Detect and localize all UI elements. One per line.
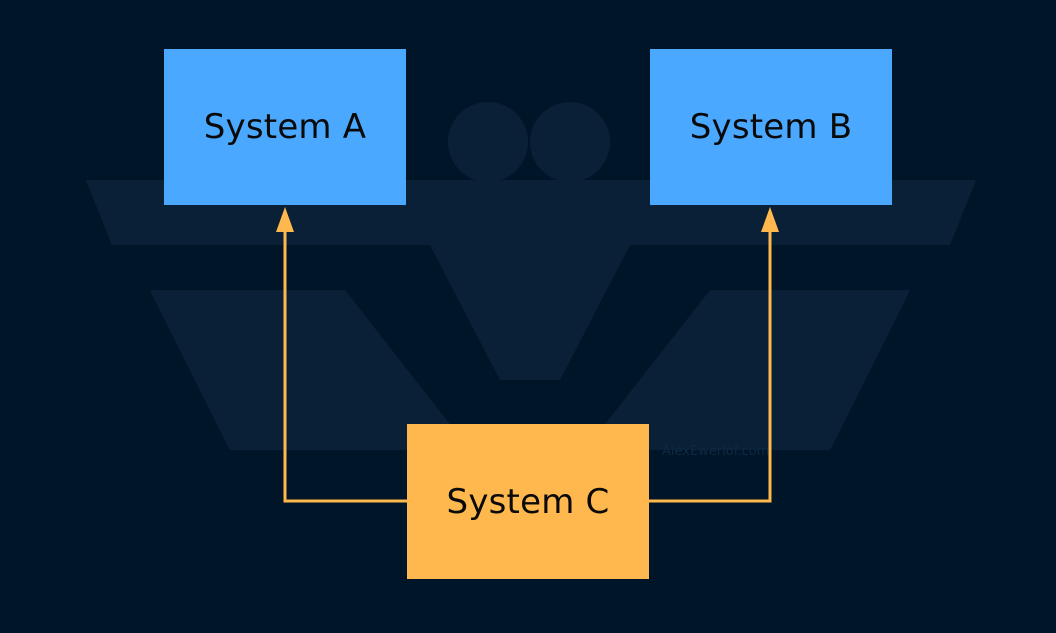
system-a-label: System A [203, 107, 367, 147]
logo-center-v [430, 245, 630, 380]
system-c-label: System C [446, 481, 610, 522]
system-c-node[interactable]: System C [407, 424, 649, 579]
logo-left-circle [448, 102, 528, 182]
logo-right-circle [530, 102, 610, 182]
logo-left-wing [150, 290, 470, 450]
system-a-node[interactable]: System A [164, 49, 406, 205]
system-b-node[interactable]: System B [650, 49, 892, 205]
arrowhead-a [276, 207, 294, 232]
edge-c-to-a [283, 220, 407, 503]
edge-c-to-b [649, 220, 772, 503]
arrowhead-b [761, 207, 779, 232]
logo-right-wing [585, 290, 910, 450]
system-b-label: System B [689, 107, 853, 147]
watermark-text: AlexEwerlof.com [662, 444, 770, 459]
